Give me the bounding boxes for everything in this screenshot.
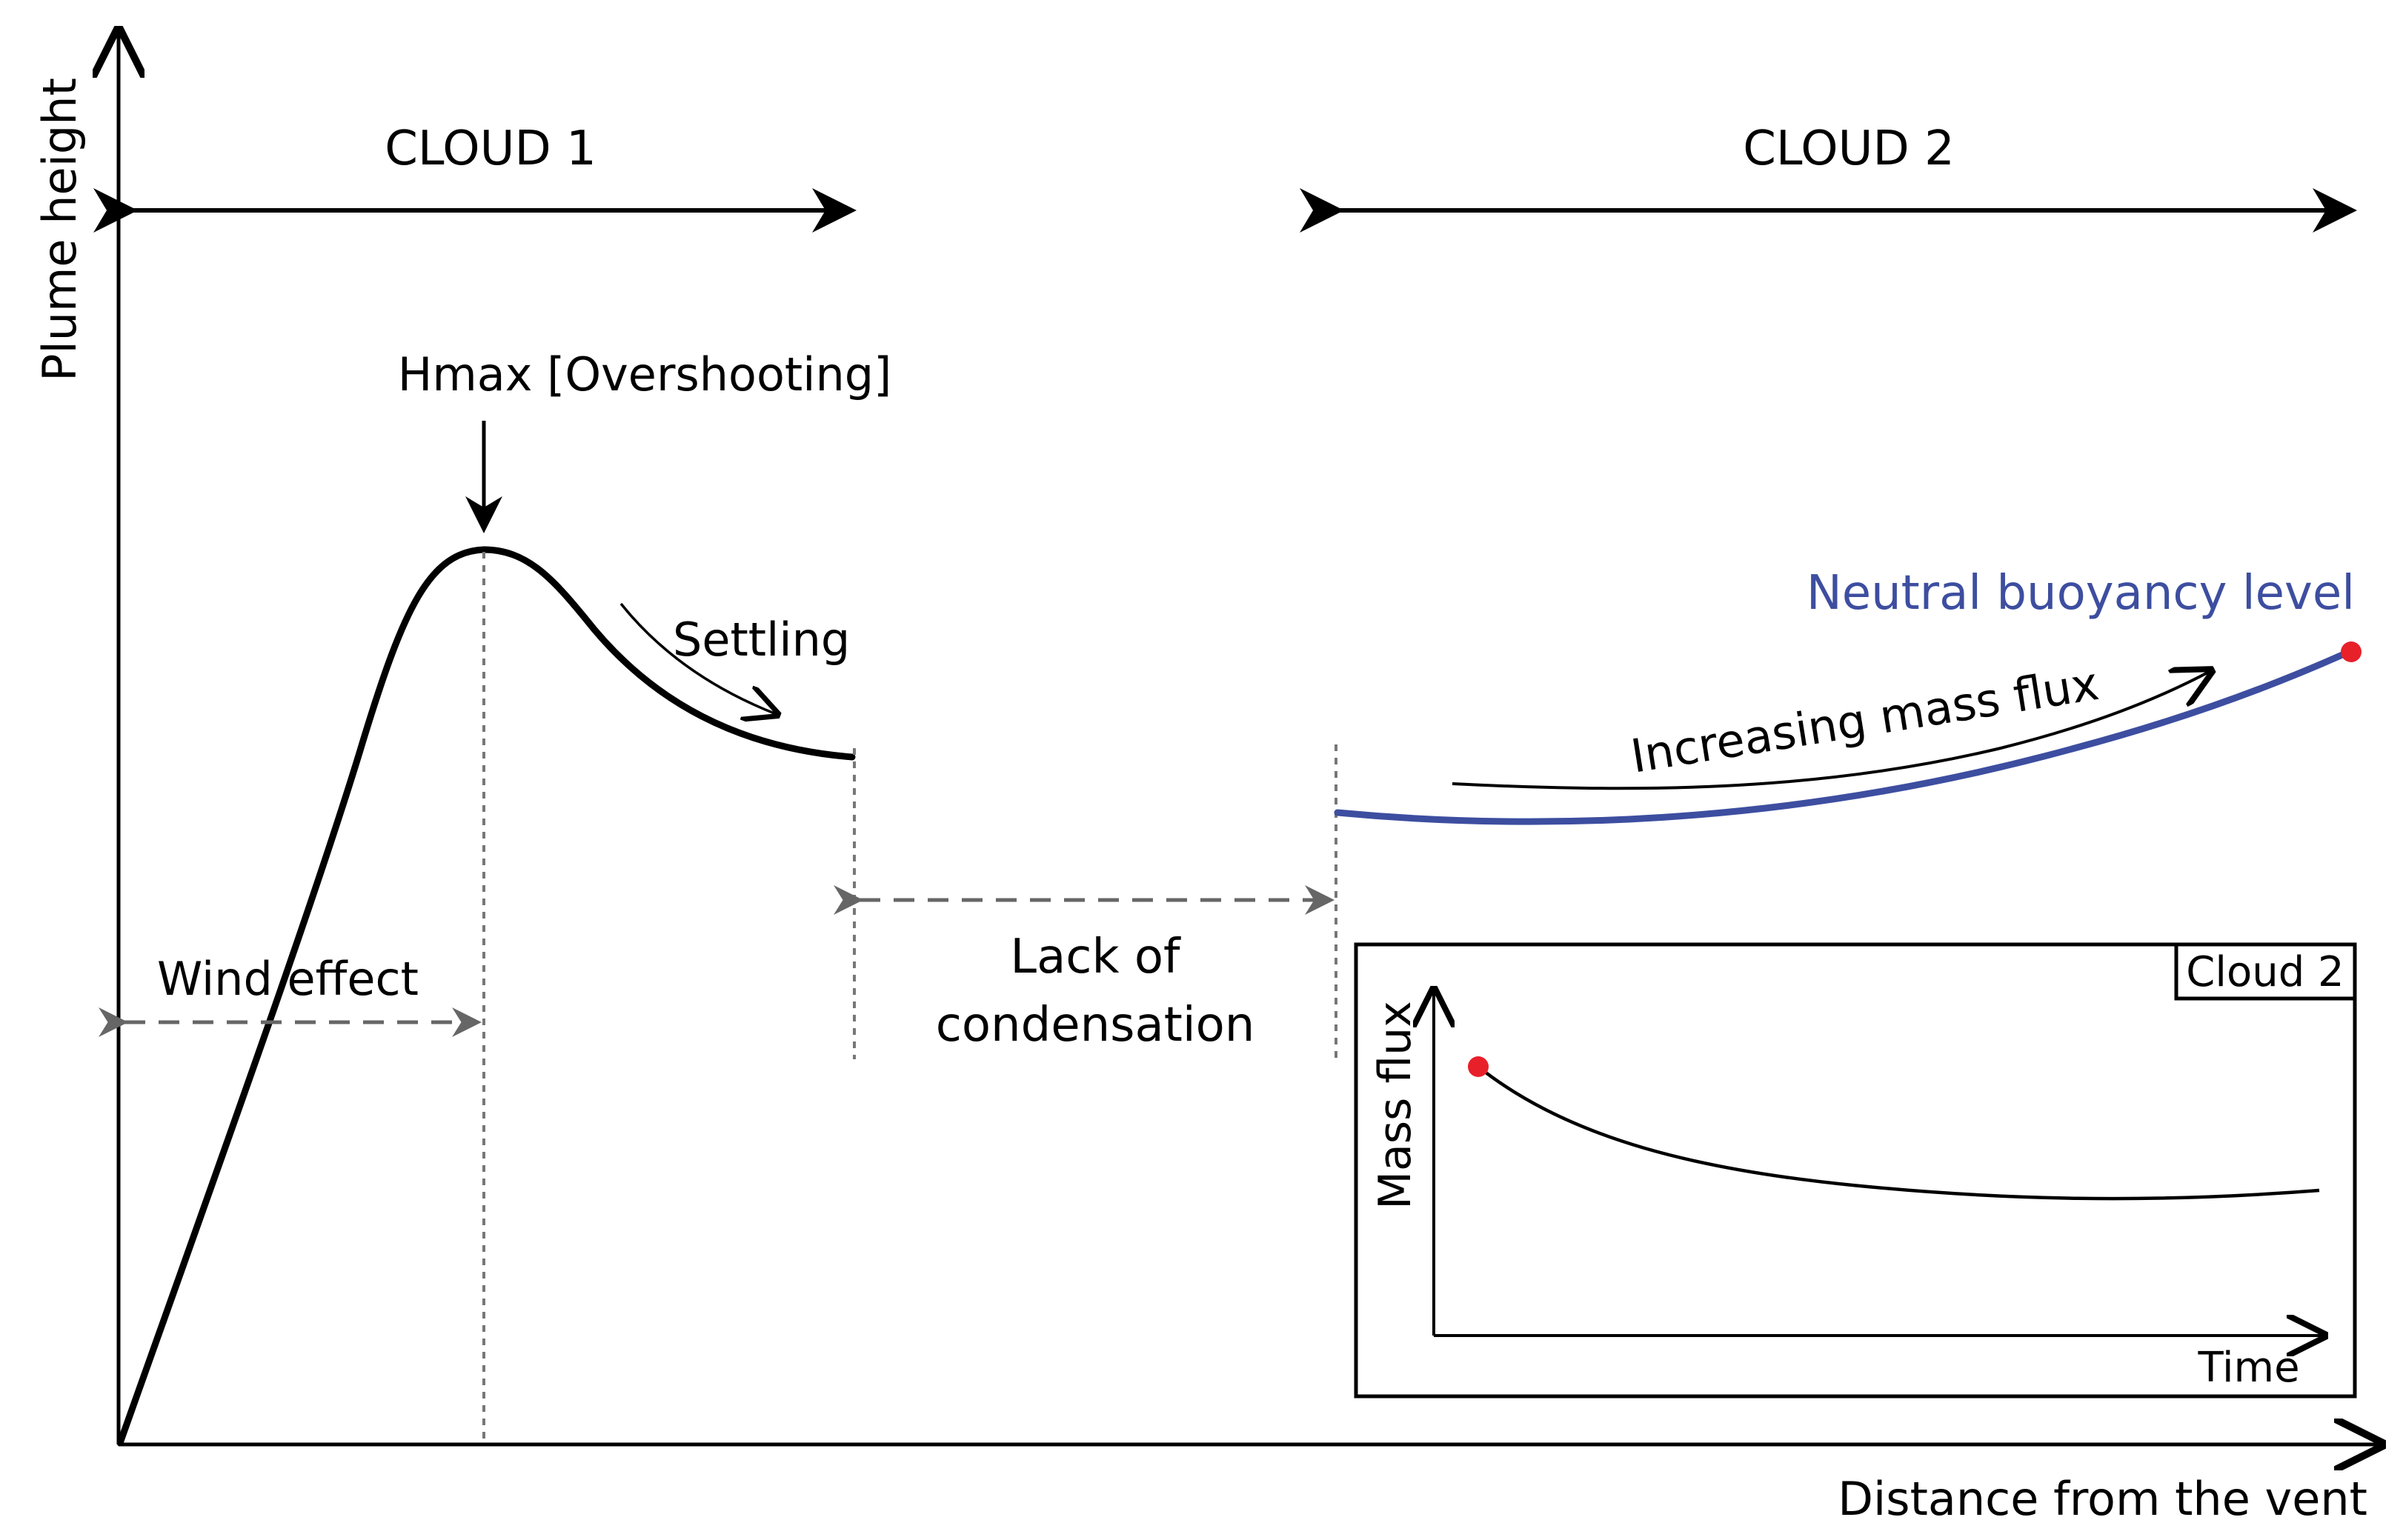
lack-of-condensation-line1: Lack of [1010, 930, 1181, 984]
inset-x-label: Time [2197, 1344, 2299, 1392]
wind-effect-label: Wind effect [157, 952, 419, 1006]
inset-start-marker [1468, 1056, 1489, 1077]
settling-arrow [619, 602, 778, 715]
inset-title-box [2174, 942, 2357, 1001]
hmax-label: Hmax [Overshooting] [398, 347, 892, 401]
cloud1-label: CLOUD 1 [385, 121, 596, 176]
neutral-buoyancy-end-marker [2341, 641, 2362, 662]
x-axis-label: Distance from the vent [1838, 1472, 2367, 1526]
lack-of-condensation-line2: condensation [936, 998, 1255, 1053]
inset-y-label: Mass flux [1369, 1001, 1421, 1209]
cloud2-label: CLOUD 2 [1743, 121, 1955, 176]
y-axis-label: Plume height [33, 78, 87, 381]
neutral-buoyancy-label: Neutral buoyancy level [1807, 566, 2355, 621]
increasing-mass-flux-arrow [1452, 670, 2212, 790]
cloud2-inset: Cloud 2 Mass flux Time [1354, 942, 2357, 1399]
cloud1-plume-curve [116, 546, 856, 1447]
inset-mass-flux-curve [1477, 1065, 2320, 1201]
neutral-buoyancy-curve [1334, 648, 2353, 825]
inset-frame [1354, 942, 2357, 1399]
increasing-mass-flux-label: Increasing mass flux [1627, 656, 2102, 784]
settling-label: Settling [673, 613, 850, 667]
inset-title: Cloud 2 [2186, 948, 2344, 996]
